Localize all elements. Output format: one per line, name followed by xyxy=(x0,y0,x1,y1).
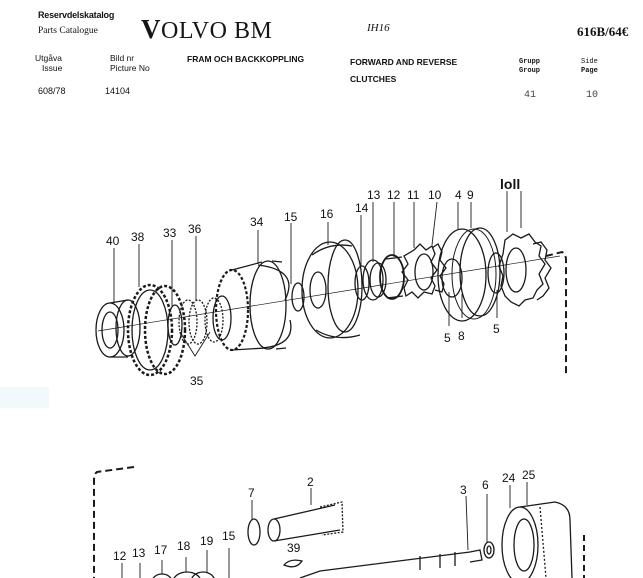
callout-35: 35 xyxy=(190,374,204,388)
callout-18: 18 xyxy=(177,539,191,553)
scan-artifact xyxy=(0,387,49,408)
callout-14: 14 xyxy=(355,201,369,215)
callout-2: 2 xyxy=(307,475,314,489)
part-10-11-discs-right xyxy=(498,233,552,307)
lower-callouts: 12 13 17 18 19 15 7 2 39 3 6 24 25 xyxy=(113,468,536,563)
picture-label-sv: Bild nr xyxy=(110,53,135,63)
upper-callouts: 40 38 33 36 35 34 15 16 14 13 12 11 10 4… xyxy=(106,176,520,388)
part-33-36-needle-bearings xyxy=(167,295,232,346)
callout-9: 9 xyxy=(467,188,474,202)
part-16-housing xyxy=(301,239,363,339)
part-11-10-friction-discs xyxy=(401,243,447,299)
part-39-key xyxy=(282,559,304,568)
callout-36: 36 xyxy=(188,222,202,236)
document-code: 616B/64€ xyxy=(577,24,629,39)
part-34-clutch-drum xyxy=(214,260,292,352)
issue-label-sv: Utgåva xyxy=(35,53,62,63)
callout-3: 3 xyxy=(460,483,467,497)
picture-number-value: 14104 xyxy=(105,86,131,96)
callout-loll: loll xyxy=(500,176,520,192)
callout-39: 39 xyxy=(287,541,301,555)
issue-value: 608/78 xyxy=(38,86,66,96)
callout-11: 11 xyxy=(407,188,420,202)
callout-16: 16 xyxy=(320,207,334,221)
callout-33: 33 xyxy=(163,226,177,240)
callout-15-lower: 15 xyxy=(222,529,236,543)
part-2-shaft xyxy=(267,501,344,542)
group-label: Grupp Group xyxy=(519,58,540,76)
catalog-label-swedish: Reservdelskatalog xyxy=(38,10,115,20)
part-7-ring xyxy=(247,518,261,546)
issue-label: Utgåva Issue xyxy=(35,53,62,73)
callout-13: 13 xyxy=(367,188,381,202)
callout-17: 17 xyxy=(154,543,168,557)
title-swedish: FRAM OCH BACKKOPPLING xyxy=(187,54,305,64)
part-17-18-19-lower-left xyxy=(152,571,215,578)
callout-10: 10 xyxy=(428,188,442,202)
callout-34: 34 xyxy=(250,215,264,229)
callout-5-right: 5 xyxy=(493,322,500,336)
callout-24: 24 xyxy=(502,471,516,485)
brand-logo: VOLVO BM xyxy=(141,14,272,45)
title-english-line1: FORWARD AND REVERSE xyxy=(350,57,458,67)
issue-label-en: Issue xyxy=(42,63,63,73)
picture-label-en: Picture No xyxy=(110,63,150,73)
group-label-sv: Grupp xyxy=(519,58,541,66)
callout-40: 40 xyxy=(106,234,120,248)
model-code: IH16 xyxy=(367,22,390,34)
callout-19: 19 xyxy=(200,534,214,548)
group-value: 41 xyxy=(524,90,537,101)
group-label-en: Group xyxy=(519,67,541,75)
part-15-ring xyxy=(291,282,305,312)
callout-15: 15 xyxy=(284,210,298,224)
page-label-sv: Side xyxy=(581,58,598,66)
brand-name: OLVO BM xyxy=(161,18,273,44)
title-english-line2: CLUTCHES xyxy=(350,74,397,84)
page-value: 10 xyxy=(586,90,599,101)
callout-12-lower: 12 xyxy=(113,549,127,563)
catalog-label-english: Parts Catalogue xyxy=(38,26,98,36)
title-english: FORWARD AND REVERSE CLUTCHES xyxy=(350,54,457,88)
part-3-shaft xyxy=(299,549,483,578)
part-6-washer xyxy=(483,541,495,559)
callout-4: 4 xyxy=(455,188,462,202)
callout-12: 12 xyxy=(387,188,401,202)
continuation-dashed-line xyxy=(545,250,567,375)
callout-38: 38 xyxy=(131,230,145,244)
callout-6: 6 xyxy=(482,478,489,492)
brand-initial: V xyxy=(141,14,161,44)
callout-7: 7 xyxy=(248,486,255,500)
part-38-gear xyxy=(126,283,187,377)
callout-25: 25 xyxy=(522,468,536,482)
page-label-en: Page xyxy=(581,67,598,75)
page-label: Side Page xyxy=(581,58,598,76)
callout-5-left: 5 xyxy=(444,331,451,345)
picture-label: Bild nr Picture No xyxy=(110,53,150,73)
part-24-25-drum xyxy=(501,501,573,578)
callout-13-lower: 13 xyxy=(132,546,146,560)
callout-8: 8 xyxy=(458,329,465,343)
